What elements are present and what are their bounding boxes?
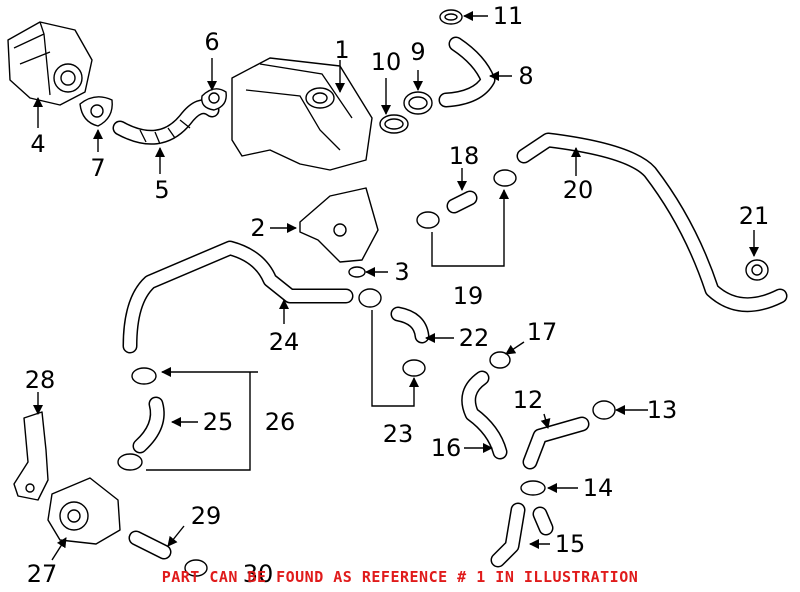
callout-6: 6	[204, 28, 219, 56]
callout-3: 3	[394, 258, 409, 286]
part-clamp-23a	[358, 288, 382, 308]
part-egr-pipe	[112, 99, 220, 145]
part-clamp-17	[489, 351, 511, 369]
part-clamp-13	[592, 400, 616, 420]
callout-13: 13	[647, 396, 678, 424]
part-bracket-28	[13, 411, 49, 501]
callout-1: 1	[334, 36, 349, 64]
callout-10: 10	[371, 48, 402, 76]
callout-7: 7	[90, 154, 105, 182]
part-clamp-9	[403, 91, 433, 115]
callout-26: 26	[265, 408, 296, 436]
part-seal-21	[745, 259, 769, 281]
part-hose-22	[390, 306, 430, 344]
callout-16: 16	[431, 434, 462, 462]
part-bracket-2	[299, 187, 379, 263]
part-clamp-30	[184, 559, 208, 577]
part-hose-12	[522, 416, 590, 470]
callout-18: 18	[449, 142, 480, 170]
callout-19: 19	[453, 282, 484, 310]
callout-28: 28	[25, 366, 56, 394]
callout-2: 2	[250, 214, 265, 242]
callout-labels: 1 2 3 4 5 6 7 8 9 10 11 12 13 14 15 16 1…	[25, 2, 770, 588]
callout-25: 25	[203, 408, 234, 436]
part-gasket-6	[201, 88, 227, 111]
callout-21: 21	[739, 202, 770, 230]
part-clamp-26a	[131, 367, 157, 385]
part-pipe-8	[438, 36, 496, 108]
callout-29: 29	[191, 502, 222, 530]
part-hose-29	[128, 530, 172, 560]
part-clamp-10	[379, 114, 409, 134]
callout-17: 17	[527, 318, 558, 346]
part-fitting-15	[490, 502, 554, 568]
part-oring-3	[348, 266, 366, 278]
callout-27: 27	[27, 560, 58, 588]
part-hose-25	[132, 396, 165, 454]
leader-lines	[33, 11, 759, 561]
part-pipe-20	[516, 132, 788, 313]
part-clamp-23b	[402, 359, 426, 377]
callout-5: 5	[154, 176, 169, 204]
part-seal-11	[439, 9, 463, 25]
callout-9: 9	[410, 38, 425, 66]
callout-11: 11	[493, 2, 524, 30]
part-pump-27	[47, 477, 121, 545]
callout-4: 4	[30, 130, 45, 158]
reference-footnote: PART CAN BE FOUND AS REFERENCE # 1 IN IL…	[162, 568, 639, 586]
part-hose-16	[461, 370, 508, 460]
part-egr-cooler	[231, 57, 373, 171]
callout-8: 8	[518, 62, 533, 90]
callout-15: 15	[555, 530, 586, 558]
callout-22: 22	[459, 324, 490, 352]
callout-23: 23	[383, 420, 414, 448]
part-clamp-26b	[117, 453, 143, 471]
callout-30: 30	[243, 560, 274, 588]
part-pipe-24	[122, 240, 354, 354]
part-hose-18	[446, 190, 478, 214]
callout-20: 20	[563, 176, 594, 204]
part-gasket-7	[79, 96, 113, 127]
callout-12: 12	[513, 386, 544, 414]
callout-24: 24	[269, 328, 300, 356]
callout-14: 14	[583, 474, 614, 502]
part-egr-valve	[7, 21, 93, 106]
part-clamp-14	[520, 480, 546, 496]
